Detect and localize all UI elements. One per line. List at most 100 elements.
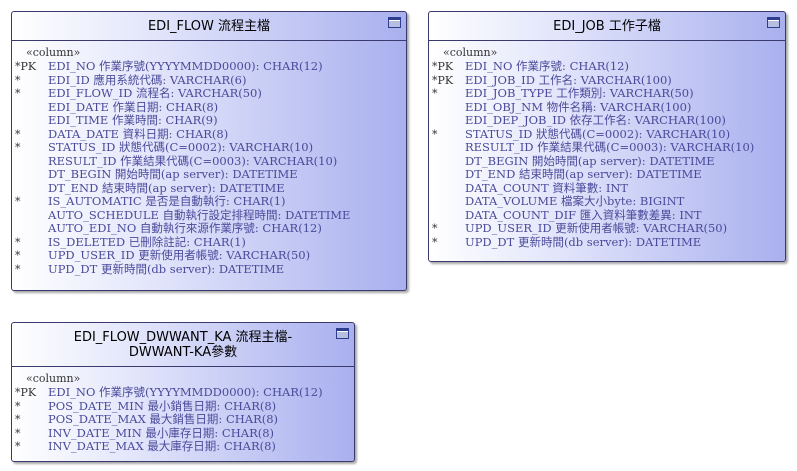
column-row[interactable]: *STATUS_ID 狀態代碼(C=0002): VARCHAR(10) xyxy=(429,126,785,142)
column-row[interactable]: DATA_COUNT 資料筆數: INT xyxy=(429,180,785,196)
column-key-marker: * xyxy=(15,413,21,426)
column-row[interactable]: *UPD_DT 更新時間(db server): DATETIME xyxy=(12,262,406,277)
column-definition: DT_BEGIN 開始時間(ap server): DATETIME xyxy=(48,167,298,181)
column-row[interactable]: *EDI_ID 應用系統代碼: VARCHAR(6) xyxy=(12,73,406,88)
column-row[interactable]: *DATA_DATE 資料日期: CHAR(8) xyxy=(12,127,406,142)
column-definition: DT_END 結束時間(ap server): DATETIME xyxy=(465,167,702,181)
column-row[interactable]: * UPD_USER_ID 更新使用者帳號: VARCHAR(50) xyxy=(12,248,406,263)
column-definition: INV_DATE_MAX 最大庫存日期: CHAR(8) xyxy=(48,439,276,453)
column-definition: EDI_NO 作業序號(YYYYMMDD0000): CHAR(12) xyxy=(48,59,323,73)
stereotype-label: «column» xyxy=(26,372,81,385)
entity-title: EDI_FLOW 流程主檔 xyxy=(147,18,271,34)
column-key-marker: *PK xyxy=(15,60,37,73)
column-row[interactable]: *EDI_JOB_TYPE 工作類別: VARCHAR(50) xyxy=(429,86,785,101)
column-row[interactable]: * UPD_USER_ID 更新使用者帳號: VARCHAR(50) xyxy=(429,221,785,236)
column-key-marker xyxy=(12,222,48,236)
column-definition: IS_AUTOMATIC 是否是自動執行: CHAR(1) xyxy=(48,194,286,208)
column-definition: DATA_VOLUME 檔案大小byte: BIGINT xyxy=(465,194,685,208)
column-key-marker xyxy=(429,195,465,209)
column-row[interactable]: * IS_DELETED 已刪除註記: CHAR(1) xyxy=(12,234,406,250)
column-definition: EDI_DATE 作業日期: CHAR(8) xyxy=(48,99,219,114)
column-key-marker: * xyxy=(15,127,21,141)
column-row[interactable]: EDI_DATE 作業日期: CHAR(8) xyxy=(12,99,406,115)
column-definition: IS_DELETED 已刪除註記: CHAR(1) xyxy=(48,234,246,249)
column-row[interactable]: DT_BEGIN 開始時間(ap server): DATETIME xyxy=(12,167,406,182)
column-key-marker: *PK xyxy=(432,60,454,73)
column-definition: UPD_USER_ID 更新使用者帳號: VARCHAR(50) xyxy=(48,248,311,262)
column-definition: EDI_FLOW_ID 流程名: VARCHAR(50) xyxy=(48,86,262,100)
column-row[interactable]: DT_END 結束時間(ap server): DATETIME xyxy=(429,167,785,182)
column-key-marker: *PK xyxy=(15,386,37,399)
column-definition: AUTO_EDI_NO 自動執行來源作業序號: CHAR(12) xyxy=(48,221,322,235)
column-definition: EDI_NO 作業序號(YYYYMMDD0000): CHAR(12) xyxy=(48,385,323,399)
column-key-marker: * xyxy=(15,426,21,440)
column-key-marker: * xyxy=(15,87,21,100)
column-row[interactable]: *PK EDI_NO 作業序號(YYYYMMDD0000): CHAR(12) xyxy=(12,59,406,74)
column-definition: EDI_OBJ_NM 物件名稱: VARCHAR(100) xyxy=(465,99,692,114)
column-key-marker: * xyxy=(15,249,21,262)
column-row[interactable]: *PK EDI_JOB_ID 工作名: VARCHAR(100) xyxy=(429,72,785,88)
column-row[interactable]: *POS_DATE_MIN 最小銷售日期: CHAR(8) xyxy=(12,398,354,414)
column-key-marker: * xyxy=(15,440,21,453)
column-definition: RESULT_ID 作業結果代碼(C=0003): VARCHAR(10) xyxy=(48,153,338,168)
column-key-marker xyxy=(429,209,465,223)
column-key-marker xyxy=(429,114,465,128)
entity-title: EDI_FLOW_DWWANT_KA 流程主檔-DWWANT-KA參數 xyxy=(73,329,293,360)
column-row[interactable]: * EDI_FLOW_ID 流程名: VARCHAR(50) xyxy=(12,86,406,101)
column-definition: STATUS_ID 狀態代碼(C=0002): VARCHAR(10) xyxy=(465,126,731,141)
column-key-marker xyxy=(12,209,48,223)
entity-edi-flow-dwwant-ka[interactable]: EDI_FLOW_DWWANT_KA 流程主檔-DWWANT-KA參數 «col… xyxy=(11,322,355,462)
column-key-marker xyxy=(429,155,465,169)
column-row[interactable]: *PK EDI_NO 作業序號(YYYYMMDD0000): CHAR(12) xyxy=(12,385,354,400)
stereotype-label: «column» xyxy=(443,46,498,59)
column-definition: AUTO_SCHEDULE 自動執行設定排程時間: DATETIME xyxy=(48,207,351,222)
column-definition: UPD_USER_ID 更新使用者帳號: VARCHAR(50) xyxy=(465,221,728,235)
column-row[interactable]: RESULT_ID 作業結果代碼(C=0003): VARCHAR(10) xyxy=(12,153,406,169)
column-key-marker: * xyxy=(15,262,21,276)
column-list: «column» *PK EDI_NO 作業序號(YYYYMMDD0000): C… xyxy=(12,367,354,454)
table-icon xyxy=(388,17,401,28)
column-definition: RESULT_ID 作業結果代碼(C=0003): VARCHAR(10) xyxy=(465,140,755,154)
entity-header: EDI_FLOW_DWWANT_KA 流程主檔-DWWANT-KA參數 xyxy=(12,323,354,367)
column-row[interactable]: AUTO_EDI_NO 自動執行來源作業序號: CHAR(12) xyxy=(12,221,406,236)
column-key-marker xyxy=(429,182,465,196)
column-row[interactable]: DT_BEGIN 開始時間(ap server): DATETIME xyxy=(429,154,785,169)
column-definition: DATA_COUNT 資料筆數: INT xyxy=(465,180,629,195)
column-row[interactable]: DATA_COUNT_DIF 匯入資料筆數差異: INT xyxy=(429,207,785,223)
column-row[interactable]: *UPD_DT 更新時間(db server): DATETIME xyxy=(429,234,785,250)
column-definition: EDI_JOB_ID 工作名: VARCHAR(100) xyxy=(465,72,672,87)
column-definition: UPD_DT 更新時間(db server): DATETIME xyxy=(465,234,702,249)
column-row[interactable]: * INV_DATE_MAX 最大庫存日期: CHAR(8) xyxy=(12,439,354,454)
column-row[interactable]: AUTO_SCHEDULE 自動執行設定排程時間: DATETIME xyxy=(12,207,406,223)
column-row[interactable]: *INV_DATE_MIN 最小庫存日期: CHAR(8) xyxy=(12,426,354,441)
column-key-marker: * xyxy=(15,195,21,208)
column-definition: POS_DATE_MIN 最小銷售日期: CHAR(8) xyxy=(48,398,277,413)
column-row[interactable]: *STATUS_ID 狀態代碼(C=0002): VARCHAR(10) xyxy=(12,140,406,155)
column-definition: EDI_DEP_JOB_ID 依存工作名: VARCHAR(100) xyxy=(465,113,726,127)
column-key-marker: * xyxy=(432,222,438,235)
table-icon xyxy=(336,328,349,339)
column-row[interactable]: *POS_DATE_MAX 最大銷售日期: CHAR(8) xyxy=(12,412,354,427)
entity-title: EDI_JOB 工作子檔 xyxy=(553,18,661,34)
column-row[interactable]: EDI_DEP_JOB_ID 依存工作名: VARCHAR(100) xyxy=(429,113,785,128)
column-key-marker xyxy=(12,101,48,115)
column-definition: DATA_COUNT_DIF 匯入資料筆數差異: INT xyxy=(465,207,702,222)
column-row[interactable]: EDI_OBJ_NM 物件名稱: VARCHAR(100) xyxy=(429,99,785,115)
column-key-marker xyxy=(429,101,465,115)
column-row[interactable]: RESULT_ID 作業結果代碼(C=0003): VARCHAR(10) xyxy=(429,140,785,155)
entity-header: EDI_JOB 工作子檔 xyxy=(429,12,785,41)
column-key-marker: *PK xyxy=(432,73,454,87)
column-key-marker: * xyxy=(15,235,21,249)
column-row[interactable]: DATA_VOLUME 檔案大小byte: BIGINT xyxy=(429,194,785,209)
column-key-marker xyxy=(12,114,48,128)
column-row[interactable]: EDI_TIME 作業時間: CHAR(9) xyxy=(12,113,406,128)
column-row[interactable]: DT_END 結束時間(ap server): DATETIME xyxy=(12,181,406,196)
entity-header: EDI_FLOW 流程主檔 xyxy=(12,12,406,41)
column-key-marker xyxy=(12,182,48,196)
table-icon xyxy=(767,17,780,28)
column-row[interactable]: * IS_AUTOMATIC 是否是自動執行: CHAR(1) xyxy=(12,194,406,209)
